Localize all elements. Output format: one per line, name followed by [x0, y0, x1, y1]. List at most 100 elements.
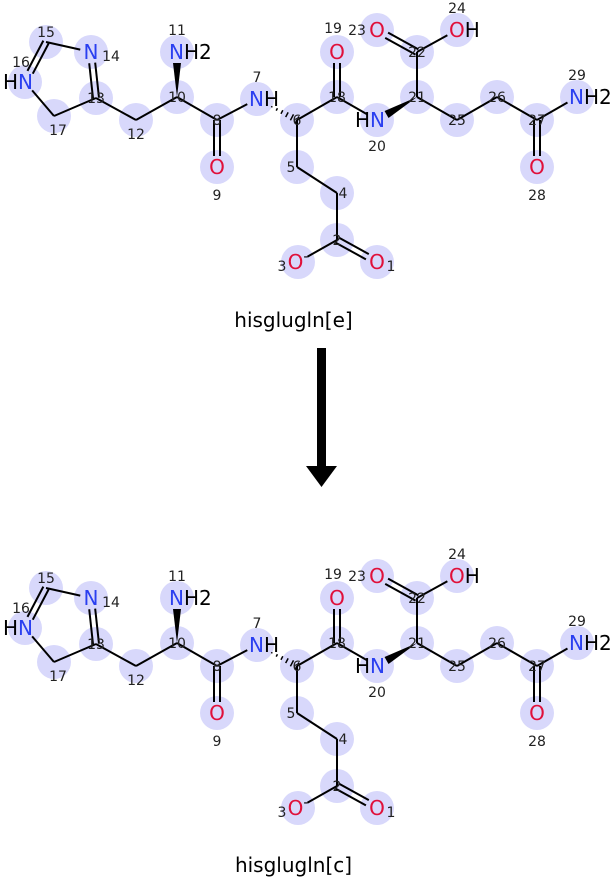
bond: [173, 609, 181, 643]
atom-number: 21: [408, 636, 426, 652]
atom-highlight: [281, 791, 315, 825]
atom-label: HN: [355, 108, 385, 132]
atom-number: 4: [339, 732, 348, 748]
atom-highlight: [560, 626, 594, 660]
atom-number: 9: [213, 734, 222, 750]
atom-number: 25: [448, 659, 466, 675]
bond: [496, 642, 538, 667]
bond: [31, 89, 55, 117]
atom-number: 19: [324, 567, 342, 583]
atom-number: 3: [278, 259, 287, 275]
bond: [536, 647, 568, 667]
atom-number: 12: [127, 127, 145, 143]
bond: [335, 782, 370, 807]
bond: [533, 666, 541, 702]
atom-label: O: [369, 564, 385, 588]
atom-number: 7: [253, 70, 262, 86]
bond: [296, 712, 338, 740]
atom-number: 21: [408, 90, 426, 106]
atom-label: NH: [249, 87, 279, 111]
atom-label: O: [209, 155, 225, 179]
atom-number: 26: [488, 90, 506, 106]
atom-number: 8: [213, 659, 222, 675]
atom-highlight: [74, 581, 108, 615]
bond: [335, 236, 370, 261]
atom-number: 16: [12, 601, 30, 617]
atom-number: 5: [287, 706, 296, 722]
atom-highlight: [160, 581, 194, 615]
atom-number: 14: [102, 49, 120, 65]
atom-label: O-: [288, 249, 309, 274]
atom-number: 26: [488, 636, 506, 652]
atom-number: 22: [408, 591, 426, 607]
bond: [53, 643, 97, 663]
atom-number: 1: [387, 805, 396, 821]
bond: [296, 166, 338, 194]
bond: [384, 31, 419, 56]
bond: [416, 96, 458, 121]
bond: [456, 96, 498, 121]
atom-number: 24: [448, 1, 466, 17]
atom-number: 20: [368, 139, 386, 155]
bond: [533, 120, 541, 156]
bond: [176, 642, 218, 667]
atom-highlight: [200, 696, 234, 730]
bond: [307, 785, 338, 804]
atom-number: 18: [328, 636, 346, 652]
atom-number: 6: [293, 659, 302, 675]
atom-number: 13: [87, 91, 105, 107]
atom-highlight: [281, 245, 315, 279]
atom-number: 14: [102, 595, 120, 611]
bond: [296, 642, 338, 667]
atom-number: 4: [339, 186, 348, 202]
bond: [416, 580, 448, 599]
atom-number: 2: [333, 233, 342, 249]
bond: [95, 643, 137, 667]
bond: [176, 96, 218, 121]
atom-number: 15: [37, 25, 55, 41]
bond: [88, 608, 100, 645]
bond: [45, 41, 81, 51]
atom-number: 11: [168, 23, 186, 39]
atom-number: 23: [348, 23, 366, 39]
bond: [496, 96, 538, 121]
bond: [45, 587, 81, 597]
atom-number: 24: [448, 547, 466, 563]
atom-number: 15: [37, 571, 55, 587]
bond: [135, 96, 178, 121]
atom-label: O: [529, 155, 545, 179]
atom-number: 6: [293, 113, 302, 129]
bond: [216, 649, 248, 667]
atom-label: O-: [288, 795, 309, 820]
atom-number: 10: [168, 636, 186, 652]
atom-number: 22: [408, 45, 426, 61]
bond: [384, 643, 417, 664]
bond: [456, 642, 498, 667]
atom-number: 25: [448, 113, 466, 129]
bond: [384, 577, 419, 602]
atom-number: 29: [568, 68, 586, 84]
atom-label: O: [369, 796, 385, 820]
bond: [416, 642, 458, 667]
atom-label: O: [329, 586, 345, 610]
atom-label: HN: [355, 654, 385, 678]
atom-highlight: [440, 13, 474, 47]
atom-number: 7: [253, 616, 262, 632]
atom-number: 17: [49, 123, 67, 139]
atom-label: HN: [3, 616, 33, 640]
atom-highlight: [74, 35, 108, 69]
bond: [307, 239, 338, 258]
atom-label: HN: [3, 70, 33, 94]
bond: [26, 586, 50, 621]
atom-highlight: [160, 35, 194, 69]
atom-number: 27: [528, 113, 546, 129]
atom-highlight: [560, 80, 594, 114]
atom-number: 11: [168, 569, 186, 585]
atom-label: NH2: [569, 85, 612, 109]
atom-number: 29: [568, 614, 586, 630]
bond: [416, 34, 448, 53]
bond: [333, 63, 341, 97]
